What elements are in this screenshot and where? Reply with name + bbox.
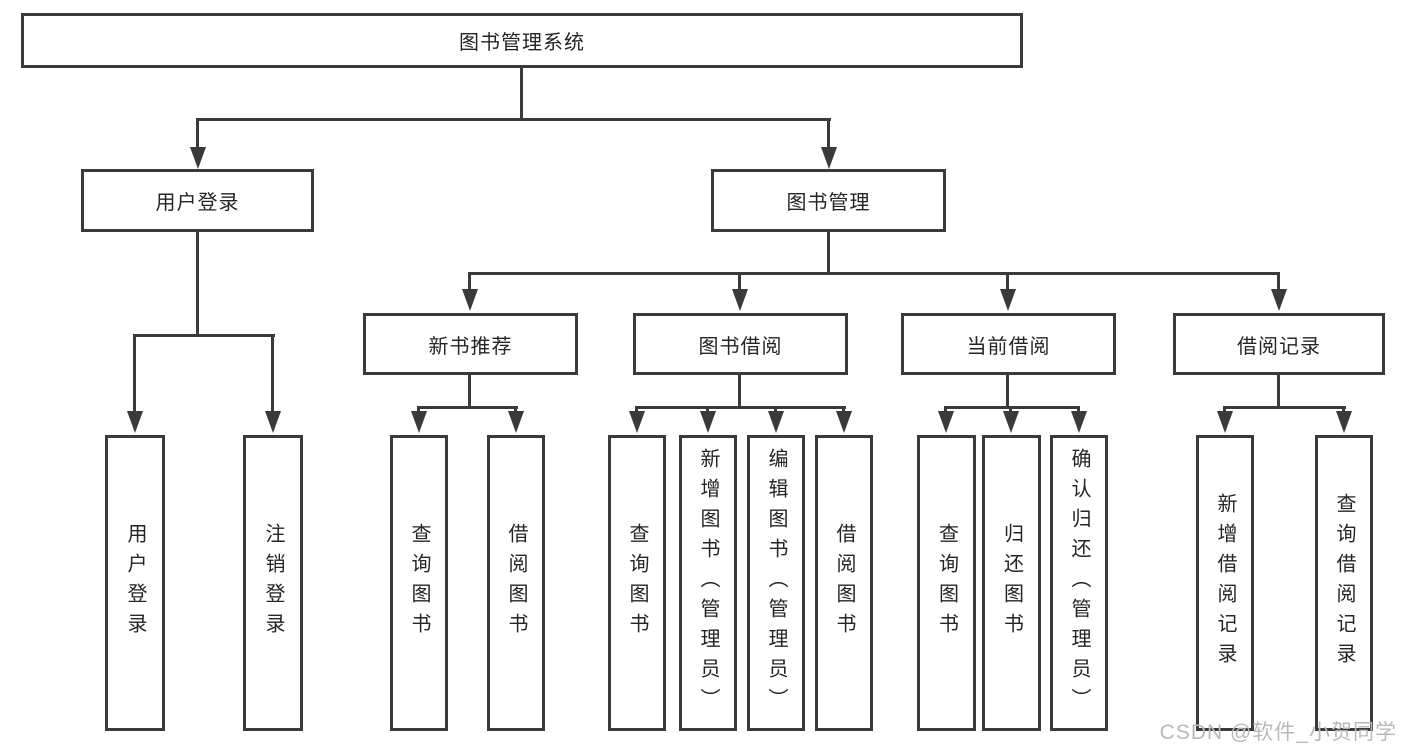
leaf-newbook-query: 查询图书: [390, 435, 448, 731]
connector-drop-current-query: [944, 406, 947, 413]
leaf-current-query: 查询图书: [917, 435, 976, 731]
arrowhead-new-book: [462, 289, 478, 311]
connector-drop-borrow-edit: [774, 406, 777, 413]
arrowhead-book-mgmt: [821, 147, 837, 169]
connector-drop-borrow-borrow: [842, 406, 845, 413]
connector-drop-borrow-add: [706, 406, 709, 413]
connector-current-borrow-split: [944, 406, 1080, 409]
leaf-current-query-label: 查询图书: [935, 523, 958, 643]
node-root-label: 图书管理系统: [459, 32, 585, 54]
leaf-user-login-label: 用户登录: [124, 523, 146, 643]
leaf-borrow-query-label: 查询图书: [626, 523, 648, 643]
arrowhead-leaf-logout: [265, 411, 281, 433]
connector-drop-current-confirm: [1077, 406, 1080, 413]
connector-drop-record-query: [1342, 406, 1345, 413]
node-book-borrow: 图书借阅: [633, 313, 848, 375]
connector-current-borrow-trunk: [1006, 375, 1009, 408]
leaf-user-login: 用户登录: [105, 435, 165, 731]
arrowhead-borrow-record: [1271, 289, 1287, 311]
leaf-borrow-add: 新增图书（管理员）: [679, 435, 737, 731]
connector-user-login-split: [133, 334, 275, 337]
connector-borrow-record-split: [1223, 406, 1346, 409]
connector-user-login-trunk: [196, 232, 199, 336]
connector-new-book-split: [417, 406, 518, 409]
leaf-current-return-label: 归还图书: [1000, 523, 1023, 643]
arrowhead-borrow-edit: [768, 411, 784, 433]
connector-drop-leaf-user-login: [133, 334, 136, 411]
connector-drop-leaf-logout: [271, 334, 274, 411]
connector-drop-record-add: [1223, 406, 1226, 413]
arrowhead-borrow-borrow: [836, 411, 852, 433]
connector-book-borrow-split: [635, 406, 846, 409]
connector-new-book-trunk: [468, 375, 471, 408]
node-borrow-record: 借阅记录: [1173, 313, 1385, 375]
connector-borrow-record-trunk: [1277, 375, 1280, 408]
connector-root-trunk: [520, 68, 523, 120]
arrowhead-record-query: [1336, 411, 1352, 433]
leaf-borrow-borrow: 借阅图书: [815, 435, 873, 731]
leaf-borrow-edit-label: 编辑图书（管理员）: [765, 448, 787, 718]
node-new-book-label: 新书推荐: [428, 335, 513, 358]
leaf-borrow-edit: 编辑图书（管理员）: [747, 435, 805, 731]
connector-level2-split: [196, 118, 831, 121]
leaf-newbook-borrow-label: 借阅图书: [505, 523, 527, 643]
connector-drop-current-return: [1009, 406, 1012, 413]
node-current-borrow: 当前借阅: [901, 313, 1116, 375]
connector-drop-newbook-query: [417, 406, 420, 413]
leaf-borrow-query: 查询图书: [608, 435, 666, 731]
leaf-logout-label: 注销登录: [262, 523, 284, 643]
connector-level3-split: [468, 272, 1280, 275]
arrowhead-newbook-query: [411, 411, 427, 433]
connector-drop-user-login: [196, 118, 199, 150]
leaf-record-add: 新增借阅记录: [1196, 435, 1254, 731]
connector-drop-book-borrow: [738, 272, 741, 289]
leaf-current-confirm: 确认归还（管理员）: [1050, 435, 1108, 731]
connector-drop-book-mgmt: [827, 118, 830, 150]
leaf-logout: 注销登录: [243, 435, 303, 731]
arrowhead-newbook-borrow: [508, 411, 524, 433]
leaf-current-confirm-label: 确认归还（管理员）: [1068, 448, 1090, 718]
connector-drop-borrow-record: [1277, 272, 1280, 289]
leaf-newbook-query-label: 查询图书: [408, 523, 430, 643]
arrowhead-leaf-user-login: [127, 411, 143, 433]
arrowhead-current-borrow: [1000, 289, 1016, 311]
node-root: 图书管理系统: [21, 13, 1023, 68]
connector-drop-new-book: [468, 272, 471, 289]
leaf-record-query: 查询借阅记录: [1315, 435, 1373, 731]
connector-book-borrow-trunk: [738, 375, 741, 408]
node-user-login-label: 用户登录: [155, 192, 240, 214]
arrowhead-borrow-query: [629, 411, 645, 433]
node-book-borrow-label: 图书借阅: [698, 335, 783, 358]
arrowhead-current-return: [1003, 411, 1019, 433]
arrowhead-book-borrow: [732, 289, 748, 311]
node-book-mgmt-label: 图书管理: [786, 192, 871, 214]
arrowhead-borrow-add: [700, 411, 716, 433]
node-book-mgmt: 图书管理: [711, 169, 946, 232]
leaf-borrow-borrow-label: 借阅图书: [833, 523, 855, 643]
connector-drop-borrow-query: [635, 406, 638, 413]
leaf-current-return: 归还图书: [982, 435, 1041, 731]
node-new-book: 新书推荐: [363, 313, 578, 375]
node-borrow-record-label: 借阅记录: [1237, 335, 1321, 358]
connector-drop-current-borrow: [1006, 272, 1009, 289]
connector-drop-newbook-borrow: [514, 406, 517, 413]
connector-book-mgmt-trunk: [827, 232, 830, 274]
leaf-borrow-add-label: 新增图书（管理员）: [697, 448, 719, 718]
node-user-login: 用户登录: [81, 169, 314, 232]
arrowhead-user-login: [190, 147, 206, 169]
leaf-record-add-label: 新增借阅记录: [1214, 493, 1236, 673]
arrowhead-record-add: [1217, 411, 1233, 433]
arrowhead-current-query: [938, 411, 954, 433]
leaf-record-query-label: 查询借阅记录: [1333, 493, 1355, 673]
csdn-watermark: CSDN @软件_小贺同学: [1159, 721, 1397, 744]
arrowhead-current-confirm: [1071, 411, 1087, 433]
node-current-borrow-label: 当前借阅: [966, 335, 1051, 358]
leaf-newbook-borrow: 借阅图书: [487, 435, 545, 731]
